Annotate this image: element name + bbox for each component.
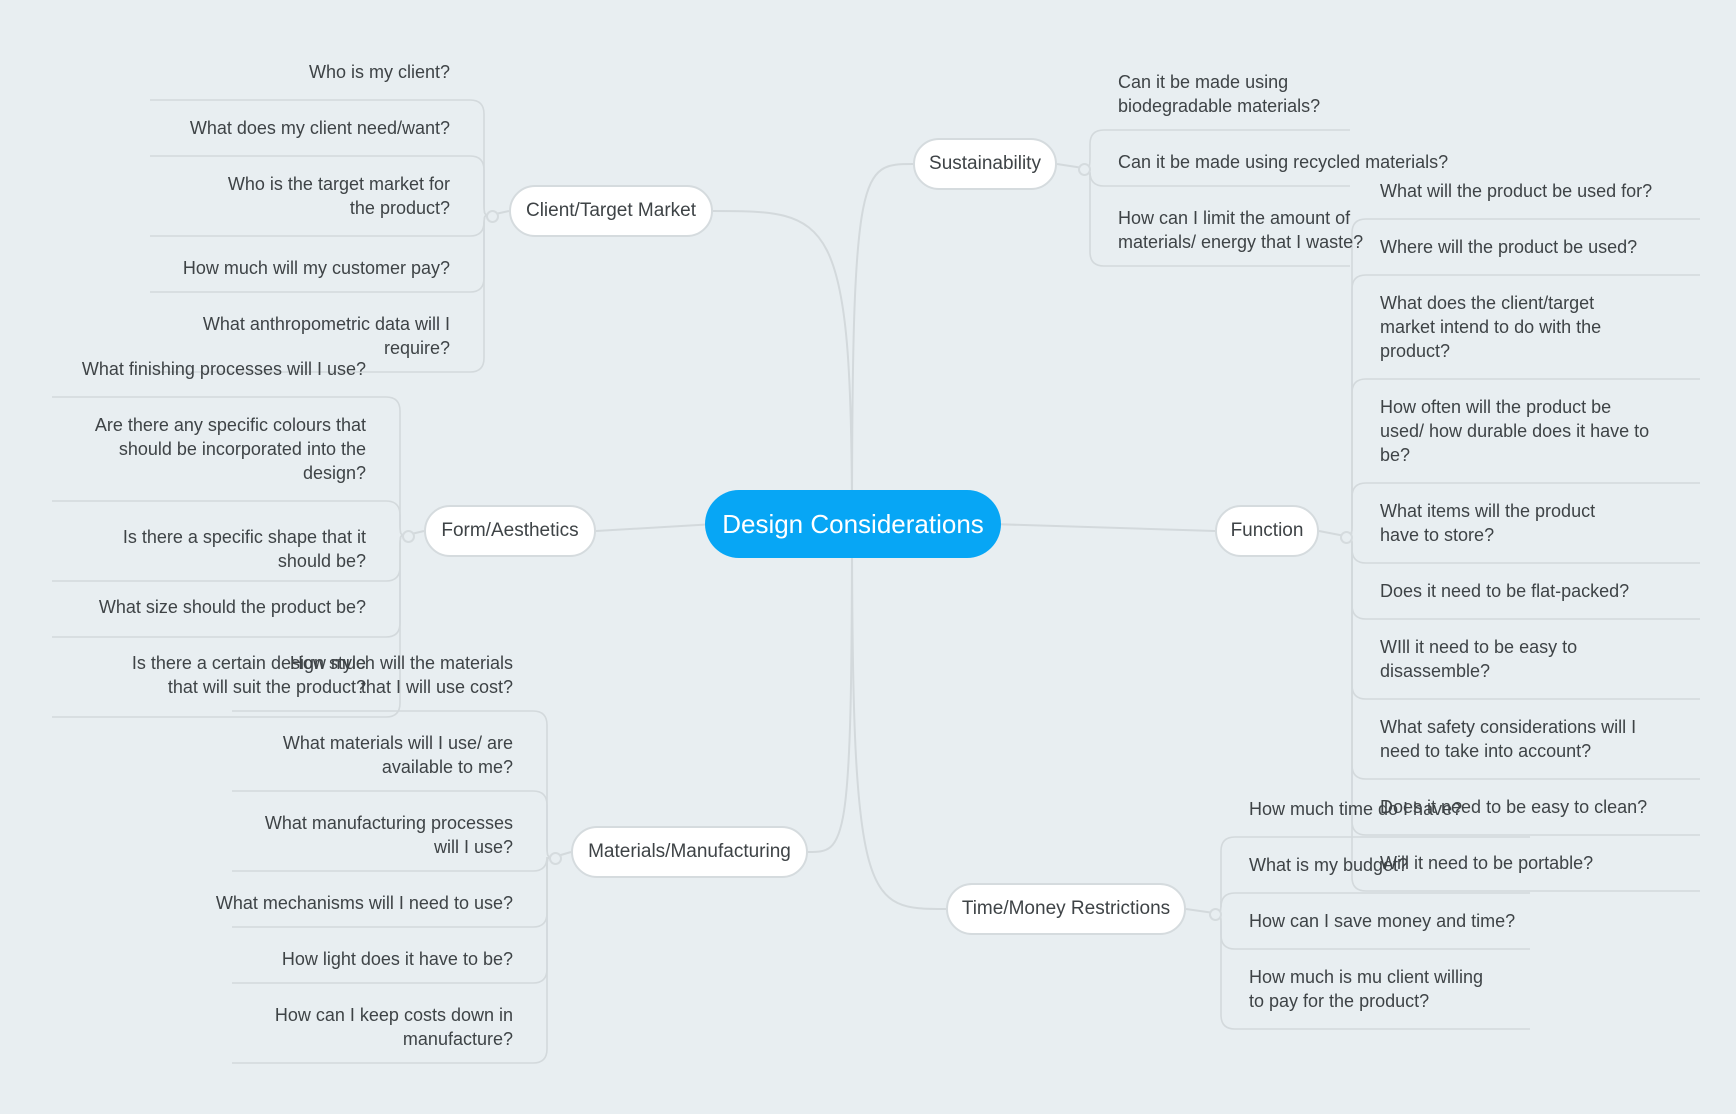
leaf-materials-4[interactable]: What mechanisms will I need to use? (215, 893, 513, 913)
branch-materials[interactable]: Materials/Manufacturing (571, 826, 808, 878)
collapse-toggle-function[interactable] (1340, 531, 1353, 544)
leaf-function-6[interactable]: Does it need to be flat-packed? (1380, 581, 1630, 601)
connector-line (595, 523, 716, 532)
collapse-toggle-client[interactable] (486, 210, 499, 223)
leaf-sustainability-2[interactable]: Can it be made using recycled materials? (1118, 152, 1449, 172)
collapse-toggle-form[interactable] (402, 530, 415, 543)
branch-function[interactable]: Function (1215, 505, 1319, 557)
collapse-toggle-sustainability[interactable] (1078, 163, 1091, 176)
connector-line (807, 523, 853, 853)
leaf-time-3[interactable]: How can I save money and time? (1249, 911, 1516, 931)
leaf-client-2[interactable]: What does my client need/want? (189, 118, 450, 138)
leaf-time-1[interactable]: How much time do I have? (1249, 799, 1463, 819)
leaf-function-9[interactable]: Does it need to be easy to clean? (1380, 797, 1648, 817)
connector-line (990, 523, 1216, 532)
central-topic[interactable]: Design Considerations (705, 490, 1001, 558)
leaf-client-4[interactable]: How much will my customer pay? (182, 258, 450, 278)
connector-line (851, 163, 914, 525)
branch-client[interactable]: Client/Target Market (509, 185, 713, 237)
leaf-function-10[interactable]: Will it need to be portable? (1380, 853, 1594, 873)
connector-line (712, 210, 853, 525)
connector-line (851, 523, 947, 910)
connector-line (150, 214, 492, 293)
branch-form[interactable]: Form/Aesthetics (424, 505, 596, 557)
leaf-form-1[interactable]: What finishing processes will I use? (81, 359, 366, 379)
leaf-function-2[interactable]: Where will the product be used? (1380, 237, 1638, 257)
leaf-form-4[interactable]: What size should the product be? (98, 597, 366, 617)
connector-line (232, 856, 555, 872)
branch-time[interactable]: Time/Money Restrictions (946, 883, 1186, 935)
connector-line (1344, 535, 1700, 620)
leaf-client-1[interactable]: Who is my client? (308, 62, 450, 82)
branch-sustainability[interactable]: Sustainability (913, 138, 1057, 190)
leaf-function-1[interactable]: What will the product be used for? (1380, 181, 1653, 201)
collapse-toggle-materials[interactable] (549, 852, 562, 865)
leaf-time-2[interactable]: What is my budget? (1249, 855, 1409, 875)
leaf-materials-5[interactable]: How light does it have to be? (281, 949, 513, 969)
collapse-toggle-time[interactable] (1209, 908, 1222, 921)
connector-line (1344, 218, 1700, 537)
